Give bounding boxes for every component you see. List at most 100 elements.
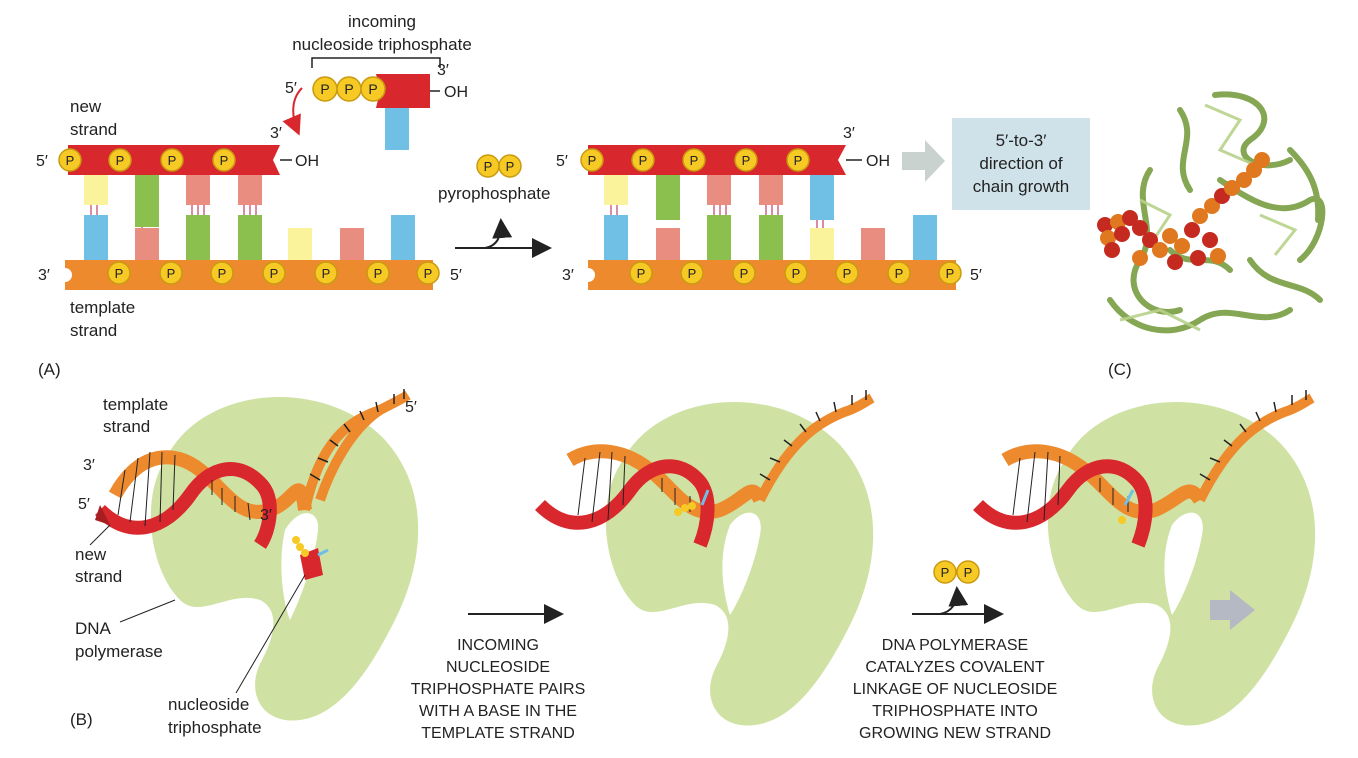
dna-helix-2 (535, 390, 875, 548)
attack-arrow (282, 87, 303, 136)
phosphate-icon (956, 560, 980, 584)
right-template-5prime: 5′ (970, 267, 982, 284)
incoming-nucleotide: OH 3′ 5′ P P P (282, 62, 468, 150)
left-new-3prime: 3′ (270, 125, 282, 142)
incoming-3prime: 3′ (437, 62, 449, 79)
b1-new-3prime: 3′ (260, 507, 272, 524)
incoming-5prime: 5′ (285, 80, 297, 97)
b1-new-5prime: 5′ (78, 496, 90, 513)
svg-text:P: P (66, 153, 75, 168)
phosphate-icon (784, 261, 808, 285)
svg-text:P: P (794, 153, 803, 168)
b1-5prime: 5′ (405, 399, 417, 416)
direction-arrow-icon (902, 140, 945, 182)
phosphate-icon (933, 560, 957, 584)
svg-text:DNA POLYMERASE: DNA POLYMERASE (882, 637, 1028, 654)
svg-text:P: P (218, 266, 227, 281)
panel-a-label: (A) (38, 360, 61, 379)
left-new-oh: OH (295, 153, 319, 170)
panel-c: (C) (1097, 91, 1326, 379)
panel-b-label: (B) (70, 710, 93, 729)
direction-box (952, 118, 1090, 210)
left-new-phosphates: P P P P (58, 148, 236, 172)
b-polymerase-label-line2: polymerase (75, 642, 163, 661)
b-template-label-line2: strand (103, 417, 150, 436)
right-template-3prime: 3′ (562, 267, 574, 284)
svg-text:P: P (639, 153, 648, 168)
left-duplex: 5′ 3′ OH P P P P (36, 125, 462, 290)
svg-text:P: P (690, 153, 699, 168)
b-template-label-line1: template (103, 395, 168, 414)
incoming-triphosphate: P P P (312, 76, 386, 102)
svg-text:P: P (895, 266, 904, 281)
svg-text:INCOMING: INCOMING (457, 637, 539, 654)
dna-helix-1 (95, 389, 411, 580)
b-new-label-line2: strand (75, 567, 122, 586)
svg-text:P: P (964, 565, 973, 580)
svg-text:P: P (588, 153, 597, 168)
svg-text:P: P (941, 565, 950, 580)
dna-spheres (1097, 152, 1270, 270)
direction-box-line1: 5′-to-3′ (996, 131, 1047, 150)
phosphate-icon (366, 261, 390, 285)
template-strand-label-line1: template (70, 298, 135, 317)
phosphate-icon (629, 261, 653, 285)
svg-text:TRIPHOSPHATE INTO: TRIPHOSPHATE INTO (872, 703, 1038, 720)
pp-release-arrow (939, 586, 969, 615)
new-strand-label-line1: new (70, 97, 102, 116)
svg-text:P: P (322, 266, 331, 281)
svg-text:TEMPLATE STRAND: TEMPLATE STRAND (421, 725, 575, 742)
growth-arrow-icon (1210, 590, 1255, 630)
incoming-label-line1: incoming (348, 12, 416, 31)
svg-text:P: P (344, 81, 353, 97)
right-new-phosphates: P P P P P (580, 148, 810, 172)
phosphate-icon (159, 261, 183, 285)
b-ntp-label-line2: triphosphate (168, 718, 262, 737)
left-template-phosphates: P P P P P P P (107, 261, 440, 285)
phosphate-icon (107, 261, 131, 285)
incoming-label-line2: nucleoside triphosphate (292, 35, 472, 54)
phosphate-icon (160, 148, 184, 172)
incoming-bracket (311, 57, 441, 68)
phosphate-icon (360, 76, 386, 102)
svg-text:P: P (506, 159, 515, 174)
b1-template-3prime: 3′ (83, 457, 95, 474)
phosphate-icon (682, 148, 706, 172)
left-template-5prime: 5′ (450, 267, 462, 284)
step1-caption: INCOMING NUCLEOSIDE TRIPHOSPHATE PAIRS W… (411, 637, 586, 742)
phosphate-icon (938, 261, 962, 285)
panel-a: incoming nucleoside triphosphate OH 3′ 5… (36, 12, 1090, 379)
svg-text:P: P (742, 153, 751, 168)
right-new-oh: OH (866, 153, 890, 170)
panel-b: 5′ 3′ 5′ 3′ template strand new strand D… (70, 389, 1316, 742)
left-template-3prime: 3′ (38, 267, 50, 284)
phosphate-icon (416, 261, 440, 285)
svg-text:CATALYZES COVALENT: CATALYZES COVALENT (865, 659, 1045, 676)
svg-text:P: P (167, 266, 176, 281)
dna-helix-3 (973, 390, 1315, 630)
polymerase-ribbon-structure (1107, 91, 1326, 334)
svg-text:P: P (637, 266, 646, 281)
phosphate-icon (887, 261, 911, 285)
svg-text:P: P (320, 81, 329, 97)
right-new-5prime: 5′ (556, 153, 568, 170)
svg-text:TRIPHOSPHATE PAIRS: TRIPHOSPHATE PAIRS (411, 681, 586, 698)
b-ntp-label-line1: nucleoside (168, 695, 249, 714)
phosphate-icon (580, 148, 604, 172)
step2-caption: DNA POLYMERASE CATALYZES COVALENT LINKAG… (853, 637, 1058, 742)
svg-text:P: P (115, 266, 124, 281)
phosphate-icon (498, 154, 522, 178)
release-arrow (484, 218, 513, 249)
svg-text:P: P (424, 266, 433, 281)
phosphate-icon (262, 261, 286, 285)
phosphate-icon (734, 148, 758, 172)
svg-text:P: P (220, 153, 229, 168)
svg-text:P: P (168, 153, 177, 168)
pyrophosphate: P P pyrophosphate (438, 154, 550, 203)
svg-text:LINKAGE OF NUCLEOSIDE: LINKAGE OF NUCLEOSIDE (853, 681, 1058, 698)
incoming-oh: OH (444, 84, 468, 101)
phosphate-icon (314, 261, 338, 285)
phosphate-icon (212, 148, 236, 172)
phosphate-icon (732, 261, 756, 285)
